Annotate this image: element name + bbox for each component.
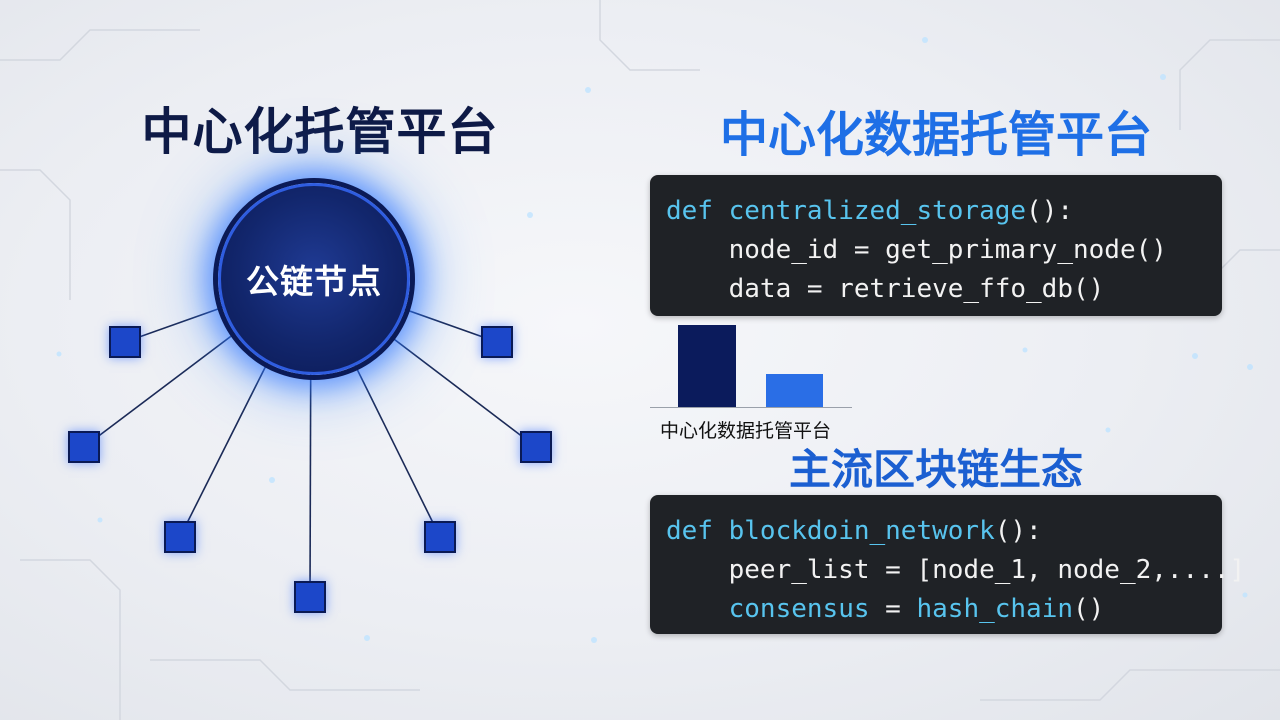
right-title-top: 中心化数据托管平台 [719, 107, 1152, 163]
bar-light [766, 374, 823, 407]
code-indent [666, 594, 729, 624]
code-text: () [1073, 594, 1105, 624]
bar-baseline [650, 407, 852, 408]
code-line: peer_list = [node_1, node_2,....] [666, 555, 1246, 585]
code-text: = [869, 594, 917, 624]
network-node [424, 521, 456, 553]
code-variable: consensus [728, 594, 870, 624]
code-line: def blockdoin_network(): [666, 512, 1222, 551]
network-node [68, 431, 100, 463]
network-node [109, 326, 141, 358]
network-node [520, 431, 552, 463]
hub-label: 公链节点 [246, 262, 382, 301]
code-line: consensus = hash_chain() [666, 590, 1222, 629]
code-keyword: def [666, 516, 713, 546]
code-keyword: def [666, 196, 713, 226]
network-node [164, 521, 196, 553]
left-title: 中心化托管平台 [141, 103, 499, 161]
code-text: (): [994, 516, 1042, 546]
bar-dark [678, 325, 736, 407]
code-block-blockchain: def blockdoin_network(): peer_list = [no… [650, 495, 1246, 634]
code-line: data = retrieve_ffo_db() [666, 274, 1105, 304]
code-function-name: blockdoin_network [728, 516, 995, 546]
code-function-name: hash_chain [916, 594, 1074, 624]
code-line: def centralized_storage(): [666, 192, 1222, 231]
network-node [294, 581, 326, 613]
code-block-centralized: def centralized_storage(): node_id = get… [650, 175, 1222, 316]
code-line: node_id = get_primary_node() [666, 235, 1167, 265]
hub-node: 公链节点 [218, 183, 410, 375]
code-function-name: centralized_storage [728, 196, 1027, 226]
right-title-bottom: 主流区块链生态 [788, 445, 1083, 494]
bar-caption: 中心化数据托管平台 [660, 420, 832, 442]
code-text: (): [1026, 196, 1074, 226]
network-node [481, 326, 513, 358]
